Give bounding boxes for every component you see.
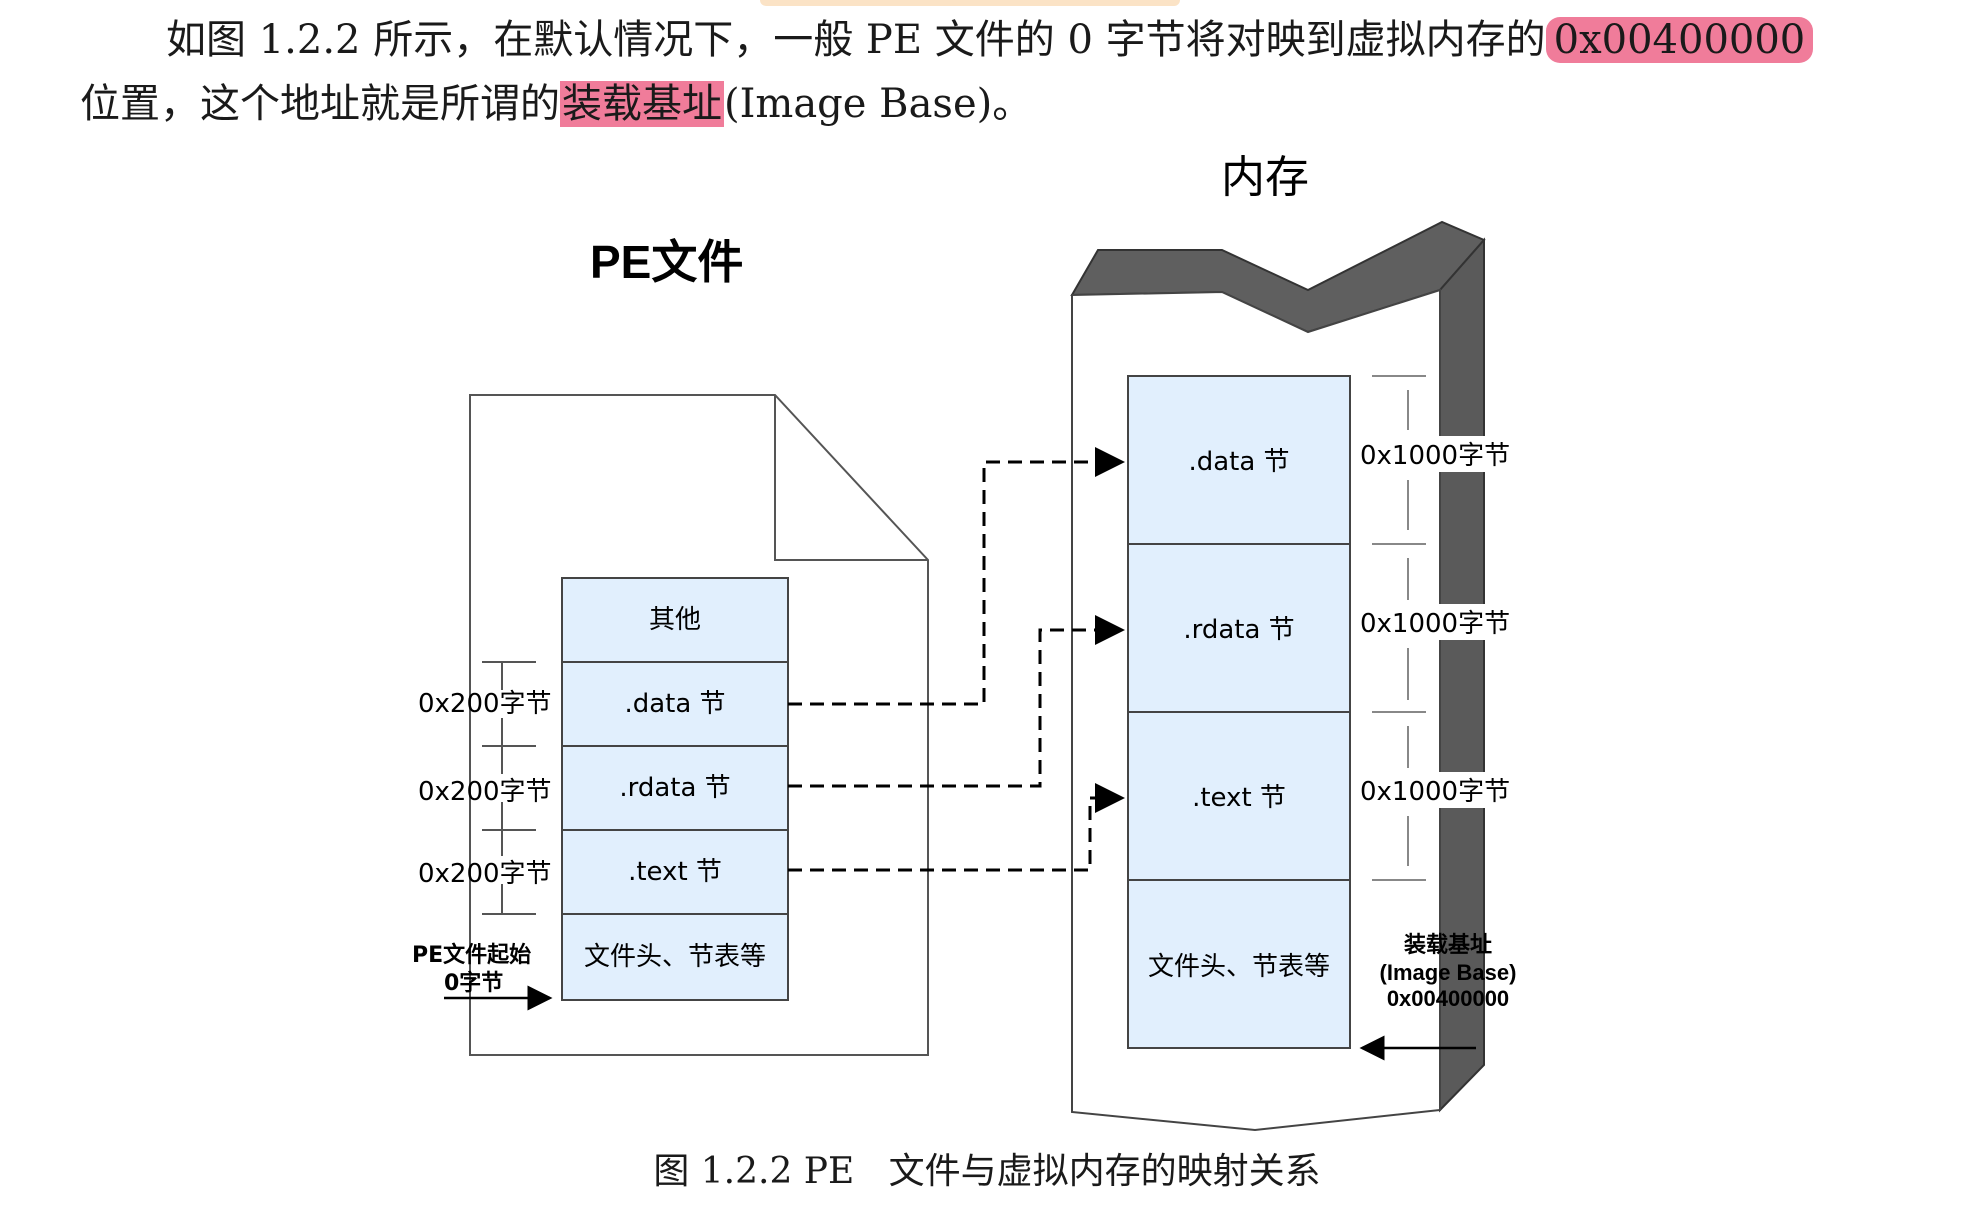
mem-section-label: .data 节	[1188, 447, 1289, 477]
pe-size-label: 0x200字节	[418, 777, 552, 807]
figure-caption: 图 1.2.2 PE 文件与虚拟内存的映射关系	[0, 1142, 1974, 1194]
image-base-label: 装载基址	[1404, 932, 1492, 958]
pe-section-text	[561, 829, 789, 915]
mem-size-label: 0x1000字节	[1360, 609, 1510, 639]
paragraph-line-1: 如图 1.2.2 所示，在默认情况下，一般 PE 文件的 0 字节将对映到虚拟内…	[166, 8, 1974, 72]
pe-size-label: 0x200字节	[418, 689, 552, 719]
pe-section-label: 其他	[649, 605, 701, 635]
mem-section-data	[1127, 375, 1351, 545]
mapping-arrows	[788, 447, 1125, 872]
mem-size-label-bg	[1358, 436, 1508, 472]
pe-section-stack: 其他 .data 节 .rdata 节 .text 节 文件头、节表等	[561, 577, 789, 1001]
data-mapping-arrow	[788, 447, 1125, 706]
memory-section-stack: .data 节 .rdata 节 .text 节 文件头、节表等	[1127, 375, 1351, 1049]
pe-section-other	[561, 577, 789, 663]
mem-section-text	[1127, 711, 1351, 881]
highlighted-address: 0x00400000	[1545, 17, 1814, 63]
mem-size-label: 0x1000字节	[1360, 777, 1510, 807]
paragraph-text: 如图 1.2.2 所示，在默认情况下，一般 PE 文件的 0 字节将对映到虚拟内…	[166, 17, 1546, 63]
caption-text: 文件与虚拟内存的映射关系	[888, 1151, 1321, 1192]
pe-section-label: 文件头、节表等	[584, 942, 766, 972]
mem-section-rdata	[1127, 543, 1351, 713]
paragraph-line-2: 位置，这个地址就是所谓的装载基址(Image Base)。	[80, 72, 1900, 136]
pe-size-label: 0x200字节	[418, 859, 552, 889]
highlighted-term: 装载基址	[560, 81, 724, 127]
caption-prefix: 图 1.2.2 PE	[653, 1151, 855, 1192]
pe-section-label: .rdata 节	[619, 773, 730, 803]
mem-section-label: .rdata 节	[1183, 615, 1294, 645]
pe-size-brackets	[482, 661, 536, 915]
pe-section-label: .data 节	[624, 689, 725, 719]
pe-section-header	[561, 913, 789, 1001]
mem-section-label: .text 节	[1192, 783, 1286, 813]
mem-size-label-bg	[1358, 772, 1508, 808]
rdata-mapping-arrow	[788, 615, 1125, 788]
mem-size-label-bg	[1358, 604, 1508, 640]
paragraph-text: (Image Base)。	[724, 81, 1033, 127]
memory-title: 内存	[1221, 152, 1309, 203]
text-mapping-arrow	[788, 783, 1125, 872]
mem-size-brackets	[1372, 375, 1426, 881]
mem-section-header	[1127, 879, 1351, 1049]
top-highlight-fragment	[760, 0, 1180, 6]
page-fold	[774, 395, 928, 561]
pe-section-label: .text 节	[628, 857, 722, 887]
image-base-label: (Image Base)	[1380, 960, 1517, 985]
paragraph-text: 位置，这个地址就是所谓的	[80, 81, 560, 127]
mem-section-label: 文件头、节表等	[1148, 952, 1330, 982]
pe-start-label: PE文件起始	[412, 942, 531, 968]
pe-file-title: PE文件	[590, 236, 743, 288]
mem-size-label: 0x1000字节	[1360, 441, 1510, 471]
image-base-label: 0x00400000	[1387, 986, 1509, 1011]
pe-start-label: 0字节	[444, 970, 503, 996]
